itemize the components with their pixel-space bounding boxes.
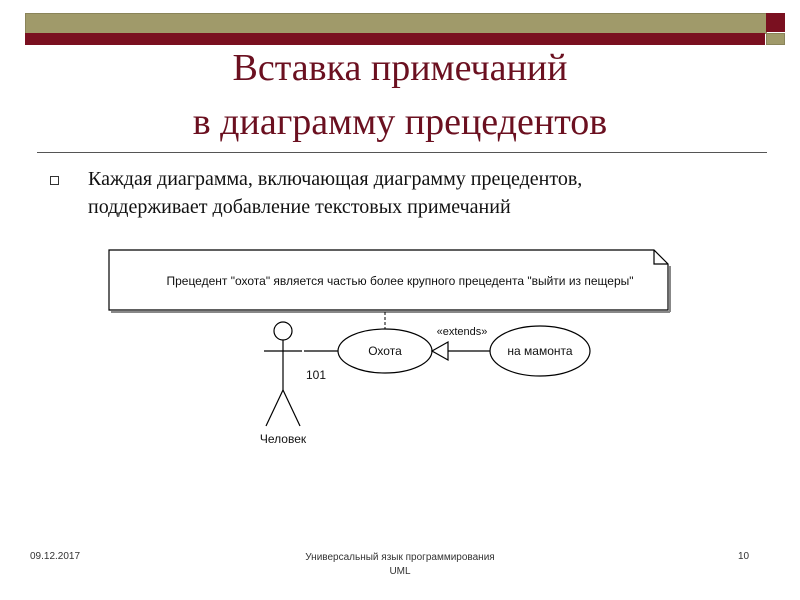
bullet-text-line-1: Каждая диаграмма, включающая диаграмму п…: [88, 168, 583, 190]
header-band-maroon: [25, 33, 765, 45]
multiplicity-label: 101: [306, 368, 326, 382]
note-fold: [653, 250, 668, 265]
note-text: Прецедент "охота" является частью более …: [166, 274, 633, 288]
title-divider: [37, 152, 767, 153]
bullet-square-icon: [50, 176, 59, 185]
actor-label: Человек: [260, 432, 307, 446]
usecase-mammoth-label: на мамонта: [507, 344, 572, 358]
header-square-top: [766, 13, 785, 32]
footer-page-number: 10: [738, 551, 750, 562]
actor-head: [273, 321, 293, 341]
footer-center-line-1: Универсальный язык программирования: [305, 552, 495, 563]
usecase-hunt-label: Охота: [368, 344, 402, 358]
note-box: [108, 249, 669, 311]
footer-center: Универсальный язык программирования UML: [250, 551, 550, 579]
footer-center-line-2: UML: [389, 566, 411, 577]
actor-leg-right: [282, 389, 301, 427]
extends-arrowhead: [430, 340, 449, 362]
actor-leg-left: [265, 389, 284, 427]
slide-title-line-1: Вставка примечаний: [232, 47, 568, 89]
bullet-text-line-2: поддерживает добавление текстовых примеч…: [88, 196, 511, 218]
footer-date: 09.12.2017: [30, 551, 81, 562]
extends-stereotype: «extends»: [437, 326, 488, 338]
header-square-bottom: [766, 33, 785, 45]
slide-title-line-2: в диаграмму прецедентов: [192, 101, 608, 143]
